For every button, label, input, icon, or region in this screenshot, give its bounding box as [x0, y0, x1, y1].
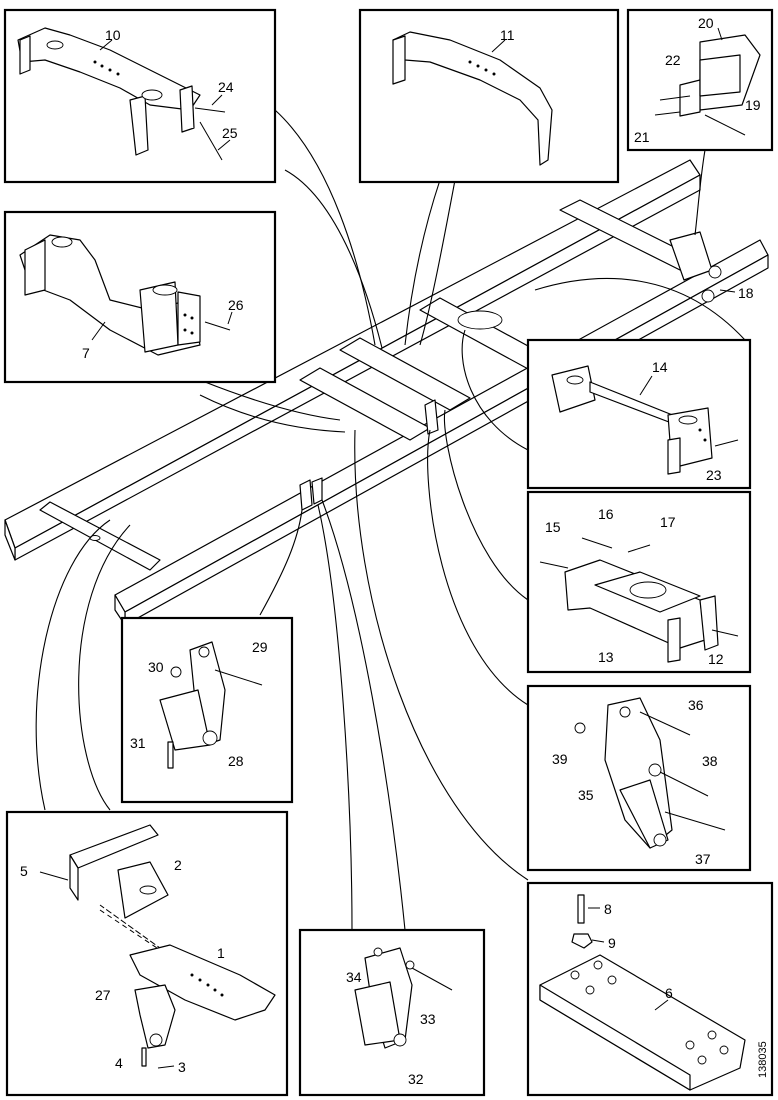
label-3: 3 [178, 1059, 186, 1075]
label-8: 8 [604, 901, 612, 917]
label-23: 23 [706, 467, 722, 483]
label-11: 11 [500, 27, 515, 43]
label-21: 21 [634, 129, 650, 145]
label-25: 25 [222, 125, 238, 141]
detail-box-11: 11 [358, 8, 620, 184]
label-17: 17 [660, 514, 676, 530]
label-7: 7 [82, 345, 90, 361]
reference-code: 138035 [757, 1041, 769, 1078]
label-13: 13 [598, 649, 614, 665]
label-19: 19 [745, 97, 761, 113]
detail-box-13: 15 16 17 13 12 [526, 490, 752, 674]
label-26: 26 [228, 297, 244, 313]
detail-box-20: 20 22 19 21 [626, 8, 774, 152]
detail-box-7: 26 7 [3, 210, 277, 384]
label-33: 33 [420, 1011, 436, 1027]
label-18: 18 [738, 285, 754, 301]
detail-box-14: 14 23 [526, 338, 752, 490]
detail-box-6: 8 9 6 138035 [526, 881, 774, 1097]
detail-box-28: 30 29 31 28 [120, 616, 294, 804]
label-38: 38 [702, 753, 718, 769]
label-9: 9 [608, 935, 616, 951]
label-10: 10 [105, 27, 121, 43]
label-27: 27 [95, 987, 111, 1003]
label-22: 22 [665, 52, 681, 68]
label-4: 4 [115, 1055, 123, 1071]
label-15: 15 [545, 519, 561, 535]
label-34: 34 [346, 969, 362, 985]
label-39: 39 [552, 751, 568, 767]
detail-box-1: 2 5 1 27 4 3 [5, 810, 289, 1097]
label-37: 37 [695, 851, 711, 867]
label-16: 16 [598, 506, 614, 522]
detail-box-35: 36 39 38 35 37 [526, 684, 752, 872]
label-20: 20 [698, 15, 714, 31]
label-36: 36 [688, 697, 704, 713]
label-29: 29 [252, 639, 268, 655]
label-1: 1 [217, 945, 225, 961]
label-2: 2 [174, 857, 182, 873]
detail-box-32: 34 33 32 [298, 928, 486, 1097]
label-31: 31 [130, 735, 146, 751]
label-6: 6 [665, 985, 673, 1001]
label-14: 14 [652, 359, 668, 375]
detail-box-10: 10 24 25 [3, 8, 277, 184]
label-5: 5 [20, 863, 28, 879]
leader-lines [35, 109, 746, 931]
label-28: 28 [228, 753, 244, 769]
label-24: 24 [218, 79, 234, 95]
label-35: 35 [578, 787, 594, 803]
label-12: 12 [708, 651, 724, 667]
label-30: 30 [148, 659, 164, 675]
label-32: 32 [408, 1071, 424, 1087]
